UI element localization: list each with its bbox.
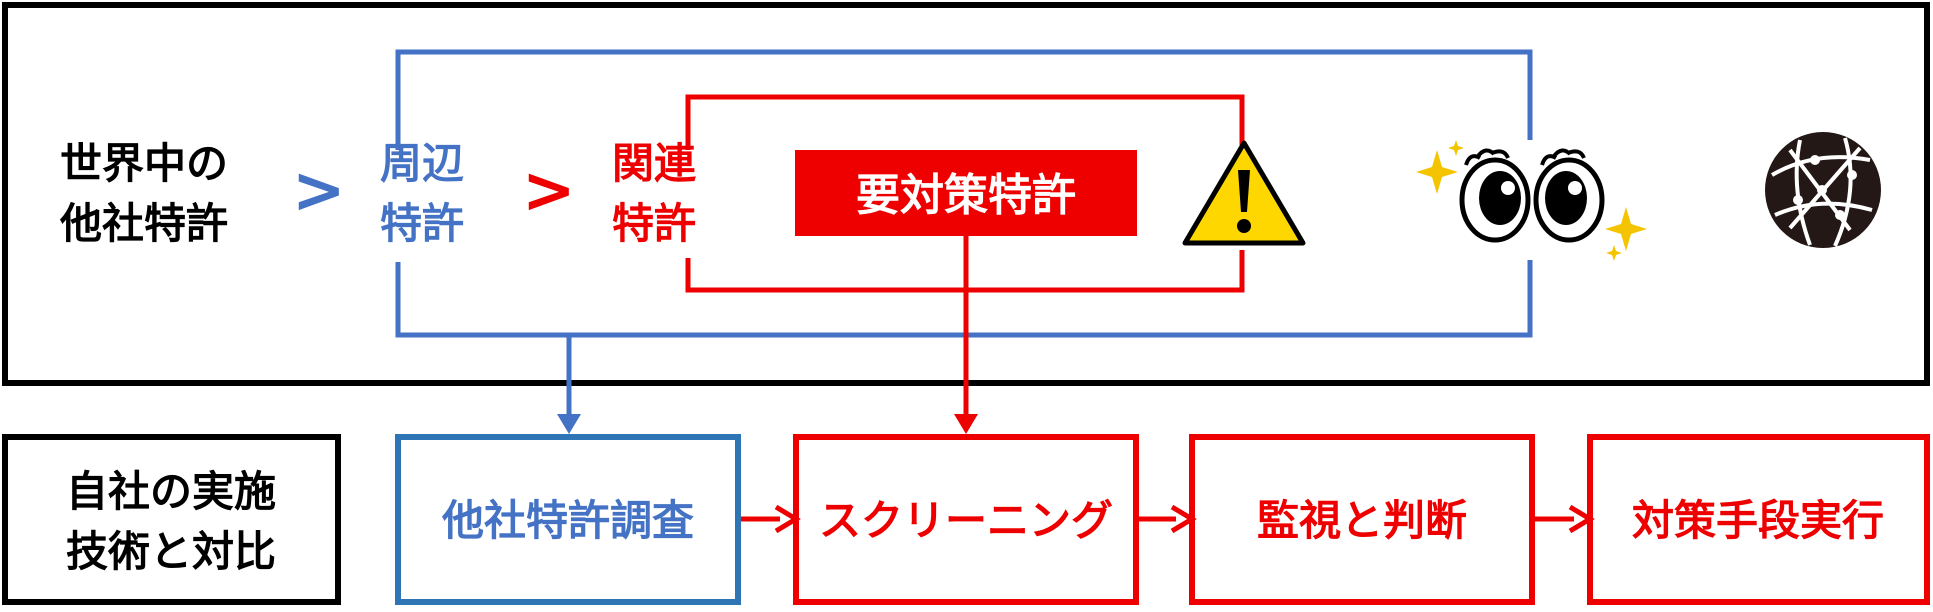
- compare-box: [5, 437, 338, 602]
- peripheral-patents-line2: 特許: [380, 199, 464, 248]
- peripheral-bracket-top: [398, 52, 1530, 150]
- step-label-countermeasure: 対策手段実行: [1632, 496, 1884, 545]
- greater-than-symbol-blue: >: [292, 154, 346, 228]
- related-patents-line2: 特許: [612, 199, 696, 248]
- compare-line2: 技術と対比: [66, 527, 276, 576]
- arrow-survey-to-screening: [741, 507, 796, 531]
- step-label-survey: 他社特許調査: [441, 496, 694, 545]
- critical-patents-label: 要対策特許: [856, 170, 1076, 221]
- warning-triangle-icon: [1185, 143, 1303, 243]
- related-bracket-top: [688, 97, 1242, 150]
- world-patents-line2: 他社特許: [59, 199, 228, 248]
- arrow-screening-to-monitoring: [1139, 507, 1192, 531]
- sparkling-eyes-icon: [1416, 140, 1647, 261]
- world-patents-line1: 世界中の: [60, 139, 228, 188]
- step-label-monitoring: 監視と判断: [1257, 496, 1467, 545]
- step-label-screening: スクリーニング: [819, 496, 1113, 545]
- arrow-monitoring-to-countermeasure: [1535, 507, 1590, 531]
- peripheral-patents-line1: 周辺: [380, 139, 464, 188]
- globe-network-icon: [1765, 132, 1881, 248]
- compare-line1: 自社の実施: [66, 467, 276, 516]
- greater-than-symbol-red: >: [522, 154, 576, 228]
- related-patents-line1: 関連: [612, 139, 697, 188]
